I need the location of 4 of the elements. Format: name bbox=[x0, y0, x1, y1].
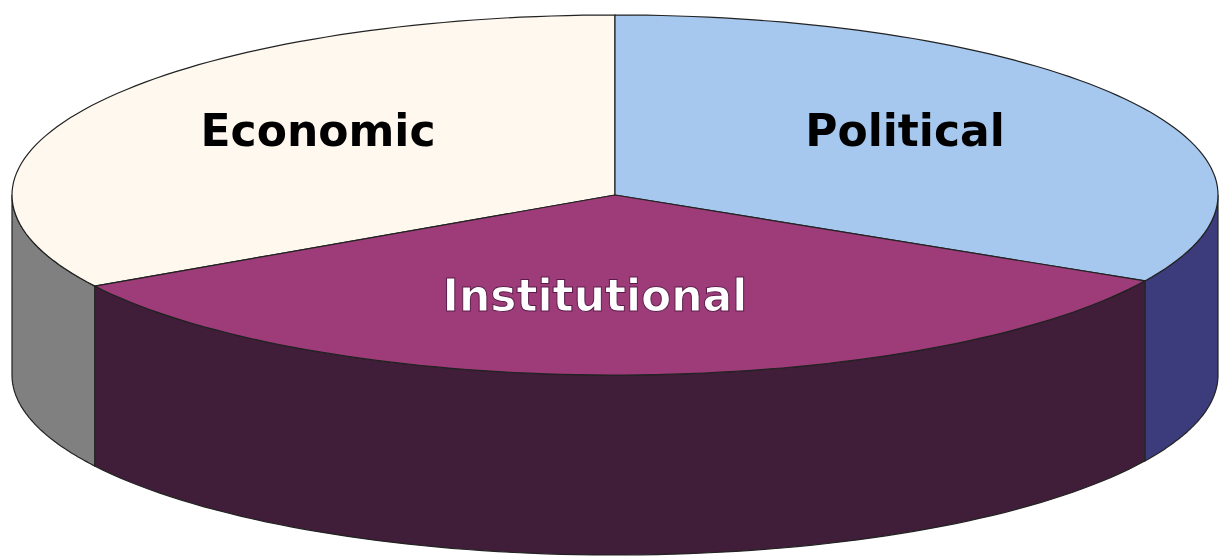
pie-slice bbox=[93, 194, 1147, 556]
slice-label: Economic bbox=[200, 105, 436, 156]
slice-label: Institutional bbox=[442, 270, 748, 321]
slice-label: Political bbox=[805, 105, 1005, 156]
